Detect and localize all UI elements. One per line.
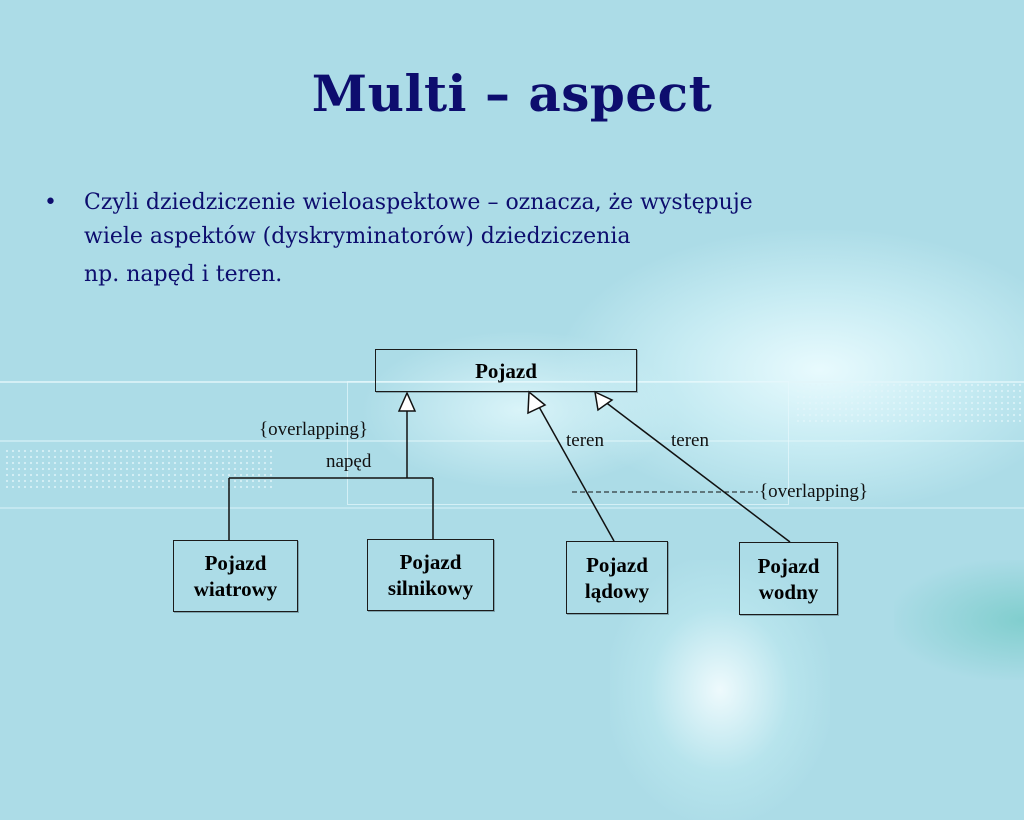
class-name: Pojazd bbox=[399, 550, 462, 574]
uml-diagram: Pojazd Pojazd wiatrowy Pojazd silnikowy … bbox=[173, 349, 868, 615]
discriminator-label: teren bbox=[566, 430, 604, 451]
class-name: Pojazd bbox=[757, 553, 820, 578]
bullet-text: Czyli dziedziczenie wieloaspektowe – ozn… bbox=[84, 186, 944, 254]
class-box-child: Pojazd silnikowy bbox=[367, 539, 494, 611]
slide-title: Multi – aspect bbox=[311, 64, 713, 123]
bullet-line: wiele aspektów (dyskryminatorów) dziedzi… bbox=[84, 224, 631, 249]
class-name: wodny bbox=[758, 579, 819, 604]
class-name: silnikowy bbox=[387, 576, 474, 600]
constraint-label: {overlapping} bbox=[259, 419, 368, 440]
class-name: Pojazd bbox=[204, 551, 267, 575]
class-name: lądowy bbox=[584, 578, 650, 603]
constraint-label: {overlapping} bbox=[759, 481, 868, 502]
bullet-line: Czyli dziedziczenie wieloaspektowe – ozn… bbox=[84, 190, 753, 215]
class-box-child: Pojazd lądowy bbox=[566, 541, 668, 614]
bullet-point: • Czyli dziedziczenie wieloaspektowe – o… bbox=[44, 186, 944, 292]
discriminator-label: napęd bbox=[326, 451, 372, 472]
discriminator-label: teren bbox=[671, 430, 709, 451]
inheritance-arrow-icon bbox=[527, 390, 547, 415]
inheritance-arrow-icon bbox=[594, 390, 614, 412]
generalization-line bbox=[603, 400, 791, 543]
generalization-line bbox=[537, 404, 615, 542]
class-name: Pojazd bbox=[475, 358, 537, 383]
class-box-child: Pojazd wodny bbox=[739, 542, 838, 615]
bullet-marker: • bbox=[44, 190, 57, 215]
class-name: Pojazd bbox=[586, 552, 648, 577]
inheritance-arrow-icon bbox=[397, 391, 417, 412]
connector-lines bbox=[228, 390, 791, 543]
bullet-example: np. napęd i teren. bbox=[84, 262, 283, 287]
class-box-child: Pojazd wiatrowy bbox=[173, 540, 298, 612]
class-name: wiatrowy bbox=[193, 577, 278, 601]
class-box-parent: Pojazd bbox=[375, 349, 637, 392]
